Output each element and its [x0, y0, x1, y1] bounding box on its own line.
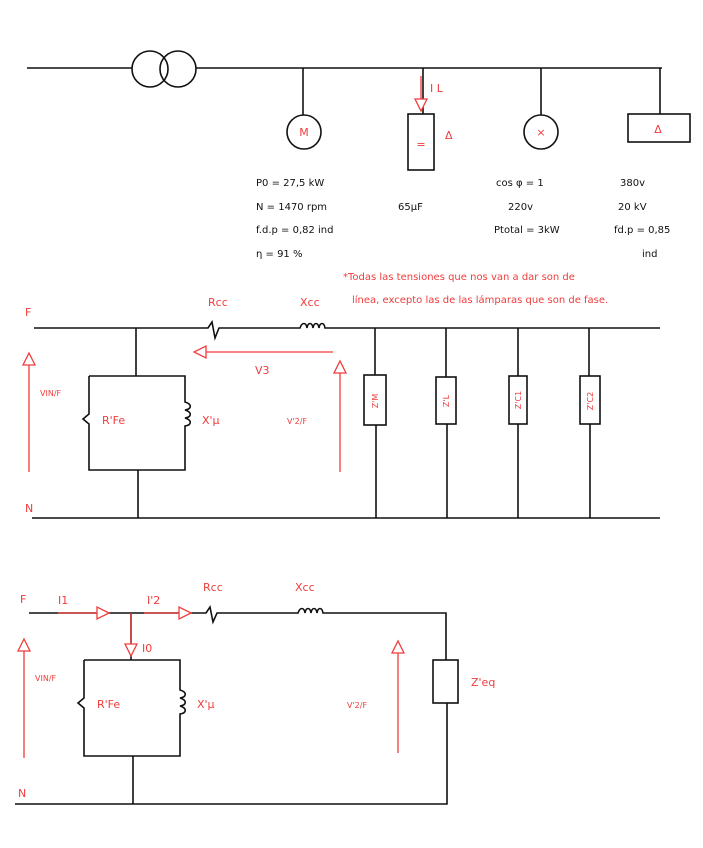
- motor-spec-pf: f.d.p = 0,82 ind: [256, 225, 334, 236]
- node-f-label: F: [25, 306, 31, 319]
- vin-label: VIN/F: [40, 389, 62, 398]
- v2-label: V'2/F: [347, 701, 367, 710]
- node-n-label: N: [25, 502, 33, 515]
- zc1-label: Z'C1: [514, 391, 523, 409]
- v3-label: V3: [255, 364, 270, 377]
- rcc-label: Rcc: [208, 296, 228, 309]
- node-f-label: F: [20, 593, 26, 606]
- delta-load-symbol: Δ: [654, 123, 662, 136]
- lamps-specs: cos φ = 1 220v Ptotal = 3kW: [494, 178, 560, 236]
- zm-label: Z'M: [371, 394, 380, 409]
- single-line-diagram: M = Δ I L × Δ P0 = 27,5 kW N = 1470 rpm …: [27, 50, 691, 306]
- zeq-impedance: [432, 659, 459, 704]
- delta-spec-voltage: 380v: [620, 178, 645, 189]
- lamps-symbol: ×: [536, 126, 545, 139]
- magnetizing-branch: [76, 659, 187, 757]
- motor-spec-efficiency: η = 91 %: [256, 249, 302, 260]
- rfe-label: R'Fe: [97, 698, 120, 711]
- zl-label: Z'L: [442, 394, 451, 407]
- arrow-head-icon: [178, 605, 193, 621]
- xmu-label: X'μ: [202, 414, 220, 427]
- zc2-label: Z'C2: [586, 392, 595, 410]
- capacitor-symbol: =: [416, 138, 425, 151]
- xmu-label: X'μ: [197, 698, 215, 711]
- xcc-label: Xcc: [295, 581, 315, 594]
- impedance-zm: Z'M: [363, 328, 387, 518]
- v2-label: V'2/F: [287, 417, 307, 426]
- arrow-head-icon: [192, 344, 207, 360]
- delta-spec-pf: fd.p = 0,85: [614, 225, 670, 236]
- bottom-conductor: [15, 703, 448, 805]
- zeq-label: Z'eq: [471, 676, 495, 689]
- lamps-spec-power: Ptotal = 3kW: [494, 225, 560, 236]
- arrow-head-icon: [96, 605, 111, 621]
- impedance-zc2: Z'C2: [579, 328, 601, 518]
- transformer-icon: [131, 50, 197, 88]
- rfe-label: R'Fe: [102, 414, 125, 427]
- lamps-icon: [523, 114, 559, 150]
- capacitor-spec: 65μF: [398, 202, 423, 213]
- arrow-head-icon: [332, 359, 348, 374]
- delta-spec-type: ind: [642, 249, 657, 260]
- arrow-head-icon: [21, 351, 37, 366]
- capacitor-icon: [407, 113, 435, 171]
- equivalent-circuit-2: F N I1 I'2 Rcc Xcc I0 R'Fe X'μ VIN/F V'2…: [15, 581, 495, 805]
- motor-symbol: M: [299, 126, 309, 139]
- motor-specs: P0 = 27,5 kW N = 1470 rpm f.d.p = 0,82 i…: [256, 178, 334, 260]
- top-conductor: [34, 319, 660, 341]
- lamps-spec-voltage: 220v: [508, 202, 533, 213]
- magnetizing-branch: [81, 375, 192, 471]
- xcc-label: Xcc: [300, 296, 320, 309]
- delta-spec-power: 20 kV: [618, 202, 647, 213]
- i0-label: I0: [142, 642, 152, 655]
- i2-label: I'2: [147, 594, 160, 607]
- arrow-head-icon: [16, 637, 32, 652]
- impedance-zc1: Z'C1: [508, 328, 528, 518]
- node-n-label: N: [18, 787, 26, 800]
- arrow-head-icon: [413, 98, 429, 113]
- motor-spec-power: P0 = 27,5 kW: [256, 178, 324, 189]
- impedance-zl: Z'L: [435, 328, 457, 518]
- motor-icon: [286, 114, 322, 150]
- motor-spec-speed: N = 1470 rpm: [256, 202, 327, 213]
- i1-label: I1: [58, 594, 68, 607]
- current-label-il: I L: [430, 82, 444, 95]
- arrow-head-icon: [390, 639, 406, 654]
- delta-load-specs: 380v 20 kV fd.p = 0,85 ind: [614, 178, 670, 260]
- equivalent-circuit-1: F N Rcc Xcc R'Fe X'μ VIN/F V3 V'2/F Z'M: [21, 296, 660, 519]
- top-conductor: [29, 604, 447, 660]
- delta-load-icon: [627, 113, 691, 143]
- arrow-head-icon: [123, 643, 139, 658]
- lamps-spec-cos: cos φ = 1: [496, 178, 544, 189]
- note-line-2: línea, excepto las de las lámparas que s…: [352, 294, 608, 306]
- vin-label: VIN/F: [35, 674, 57, 683]
- note-line-1: *Todas las tensiones que nos van a dar s…: [343, 272, 575, 283]
- rcc-label: Rcc: [203, 581, 223, 594]
- capacitor-connection: Δ: [445, 129, 453, 142]
